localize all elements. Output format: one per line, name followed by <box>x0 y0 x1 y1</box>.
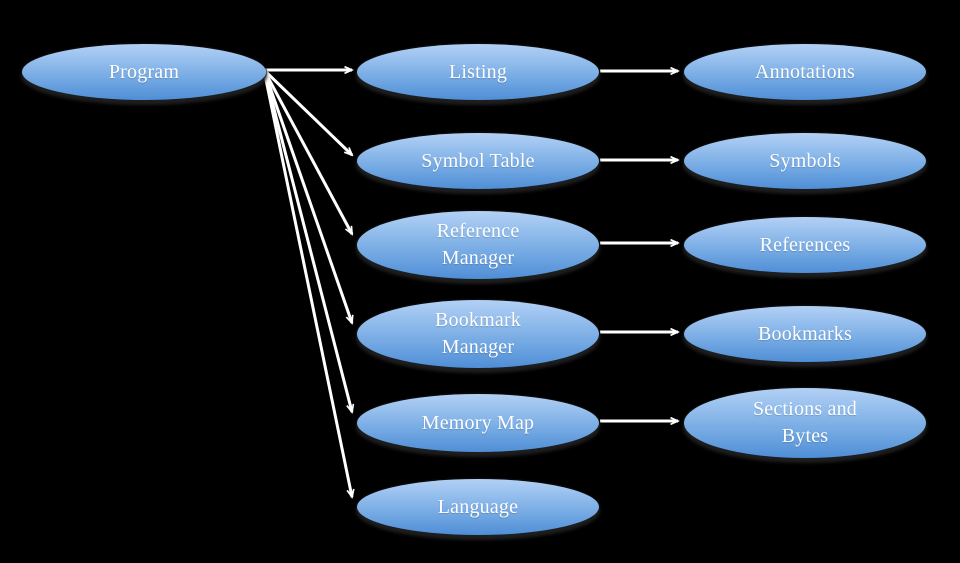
node-label-reference-manager: Reference Manager <box>436 220 520 269</box>
node-label-references: References <box>759 233 851 256</box>
edge-program-reference-manager <box>262 69 354 234</box>
edge-program-bookmark-manager <box>262 69 352 323</box>
edge-program-language <box>262 69 352 497</box>
node-sections-and-bytes[interactable]: Sections and Bytes <box>684 388 926 458</box>
node-label-language: Language <box>437 495 519 518</box>
node-label-symbol-table: Symbol Table <box>421 149 535 172</box>
node-label-sections-and-bytes: Sections and Bytes <box>752 398 858 447</box>
node-symbol-table[interactable]: Symbol Table <box>357 133 599 189</box>
node-label-memory-map: Memory Map <box>421 411 535 434</box>
edge-program-memory-map <box>262 69 352 412</box>
node-bookmark-manager[interactable]: Bookmark Manager <box>357 300 599 368</box>
node-listing[interactable]: Listing <box>357 44 599 100</box>
node-label-bookmark-manager: Bookmark Manager <box>434 309 522 358</box>
node-annotations[interactable]: Annotations <box>684 44 926 100</box>
node-memory-map[interactable]: Memory Map <box>357 394 599 452</box>
edge-program-symbol-table <box>262 68 352 155</box>
node-references[interactable]: References <box>684 217 926 273</box>
node-label-symbols: Symbols <box>769 149 841 172</box>
node-symbols[interactable]: Symbols <box>684 133 926 189</box>
node-label-annotations: Annotations <box>755 60 855 83</box>
node-label-listing: Listing <box>448 60 508 83</box>
node-label-program: Program <box>108 60 180 83</box>
node-label-bookmarks: Bookmarks <box>757 322 852 345</box>
node-program[interactable]: Program <box>22 44 266 100</box>
node-reference-manager[interactable]: Reference Manager <box>357 211 599 279</box>
node-bookmarks[interactable]: Bookmarks <box>684 306 926 362</box>
node-language[interactable]: Language <box>357 479 599 535</box>
